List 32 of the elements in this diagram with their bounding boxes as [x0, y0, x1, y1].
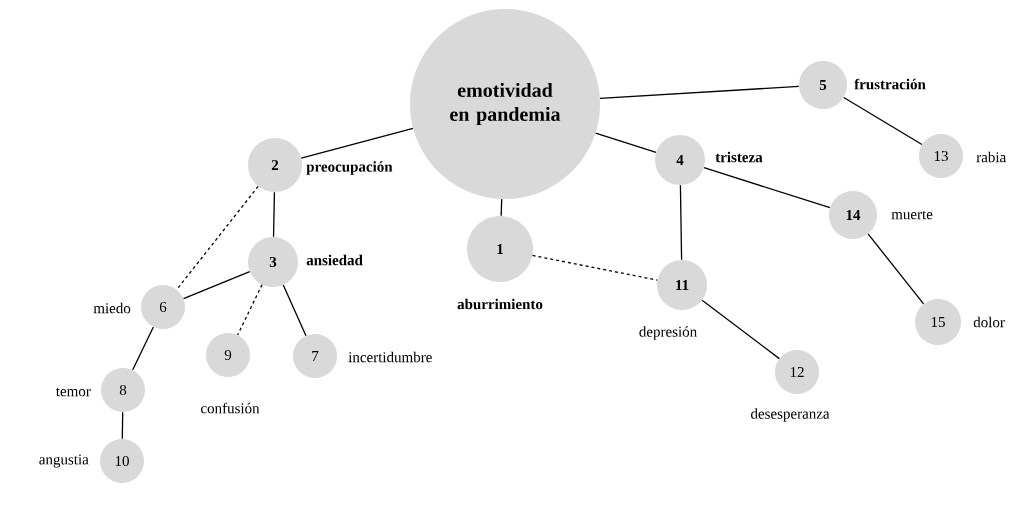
connector-line	[701, 299, 780, 360]
connector-line	[300, 127, 414, 159]
connector-line	[531, 254, 658, 281]
connector-line	[843, 96, 923, 146]
node-label: dolor	[973, 316, 1005, 328]
connector-line	[500, 198, 503, 217]
node-label: preocupación	[306, 161, 393, 175]
connector-line	[703, 167, 831, 209]
connector-line	[176, 185, 259, 291]
node-label: miedo	[93, 302, 131, 314]
connector-line	[132, 326, 154, 371]
connector-line	[282, 284, 307, 337]
node-label: depresión	[639, 326, 697, 340]
node-label: frustración	[854, 78, 926, 90]
node-label: incertidumbre	[348, 351, 432, 363]
node-label: ansiedad	[306, 254, 363, 266]
node-label: confusión	[201, 402, 260, 414]
connector-line	[867, 233, 925, 305]
node-label: rabia	[976, 151, 1006, 163]
connector-line	[595, 132, 657, 153]
connector-line	[272, 191, 276, 238]
node-label: desesperanza	[751, 408, 830, 422]
node-label: tristeza	[715, 151, 763, 163]
node-label: temor	[55, 387, 91, 397]
node-label: aburrimiento	[457, 298, 543, 310]
connector-line	[182, 270, 251, 300]
connector-line	[121, 411, 124, 440]
connector-line	[237, 284, 263, 336]
connector-line	[679, 184, 683, 261]
connector-line	[599, 85, 800, 99]
node-label: muerte	[891, 210, 933, 220]
node-label: angustia	[39, 454, 89, 468]
